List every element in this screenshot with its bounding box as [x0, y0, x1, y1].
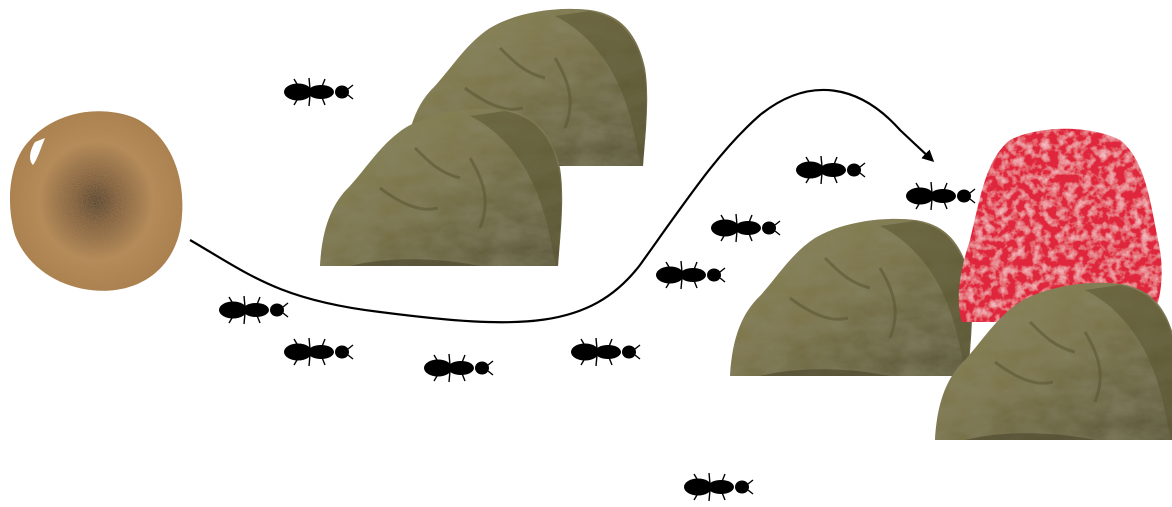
ant-icon	[424, 354, 493, 382]
ant-icon	[656, 261, 725, 289]
anthill-icon	[10, 111, 182, 291]
ant-icon	[284, 338, 353, 366]
ant-icon	[711, 214, 780, 242]
ant-icon	[219, 296, 288, 324]
ant-icon	[906, 182, 975, 210]
rock-icon	[730, 219, 972, 376]
ant-icon	[796, 156, 865, 184]
rock-icon	[320, 109, 562, 266]
ant-icon	[684, 473, 753, 501]
ant-icon	[284, 78, 353, 106]
ant-icon	[571, 338, 640, 366]
